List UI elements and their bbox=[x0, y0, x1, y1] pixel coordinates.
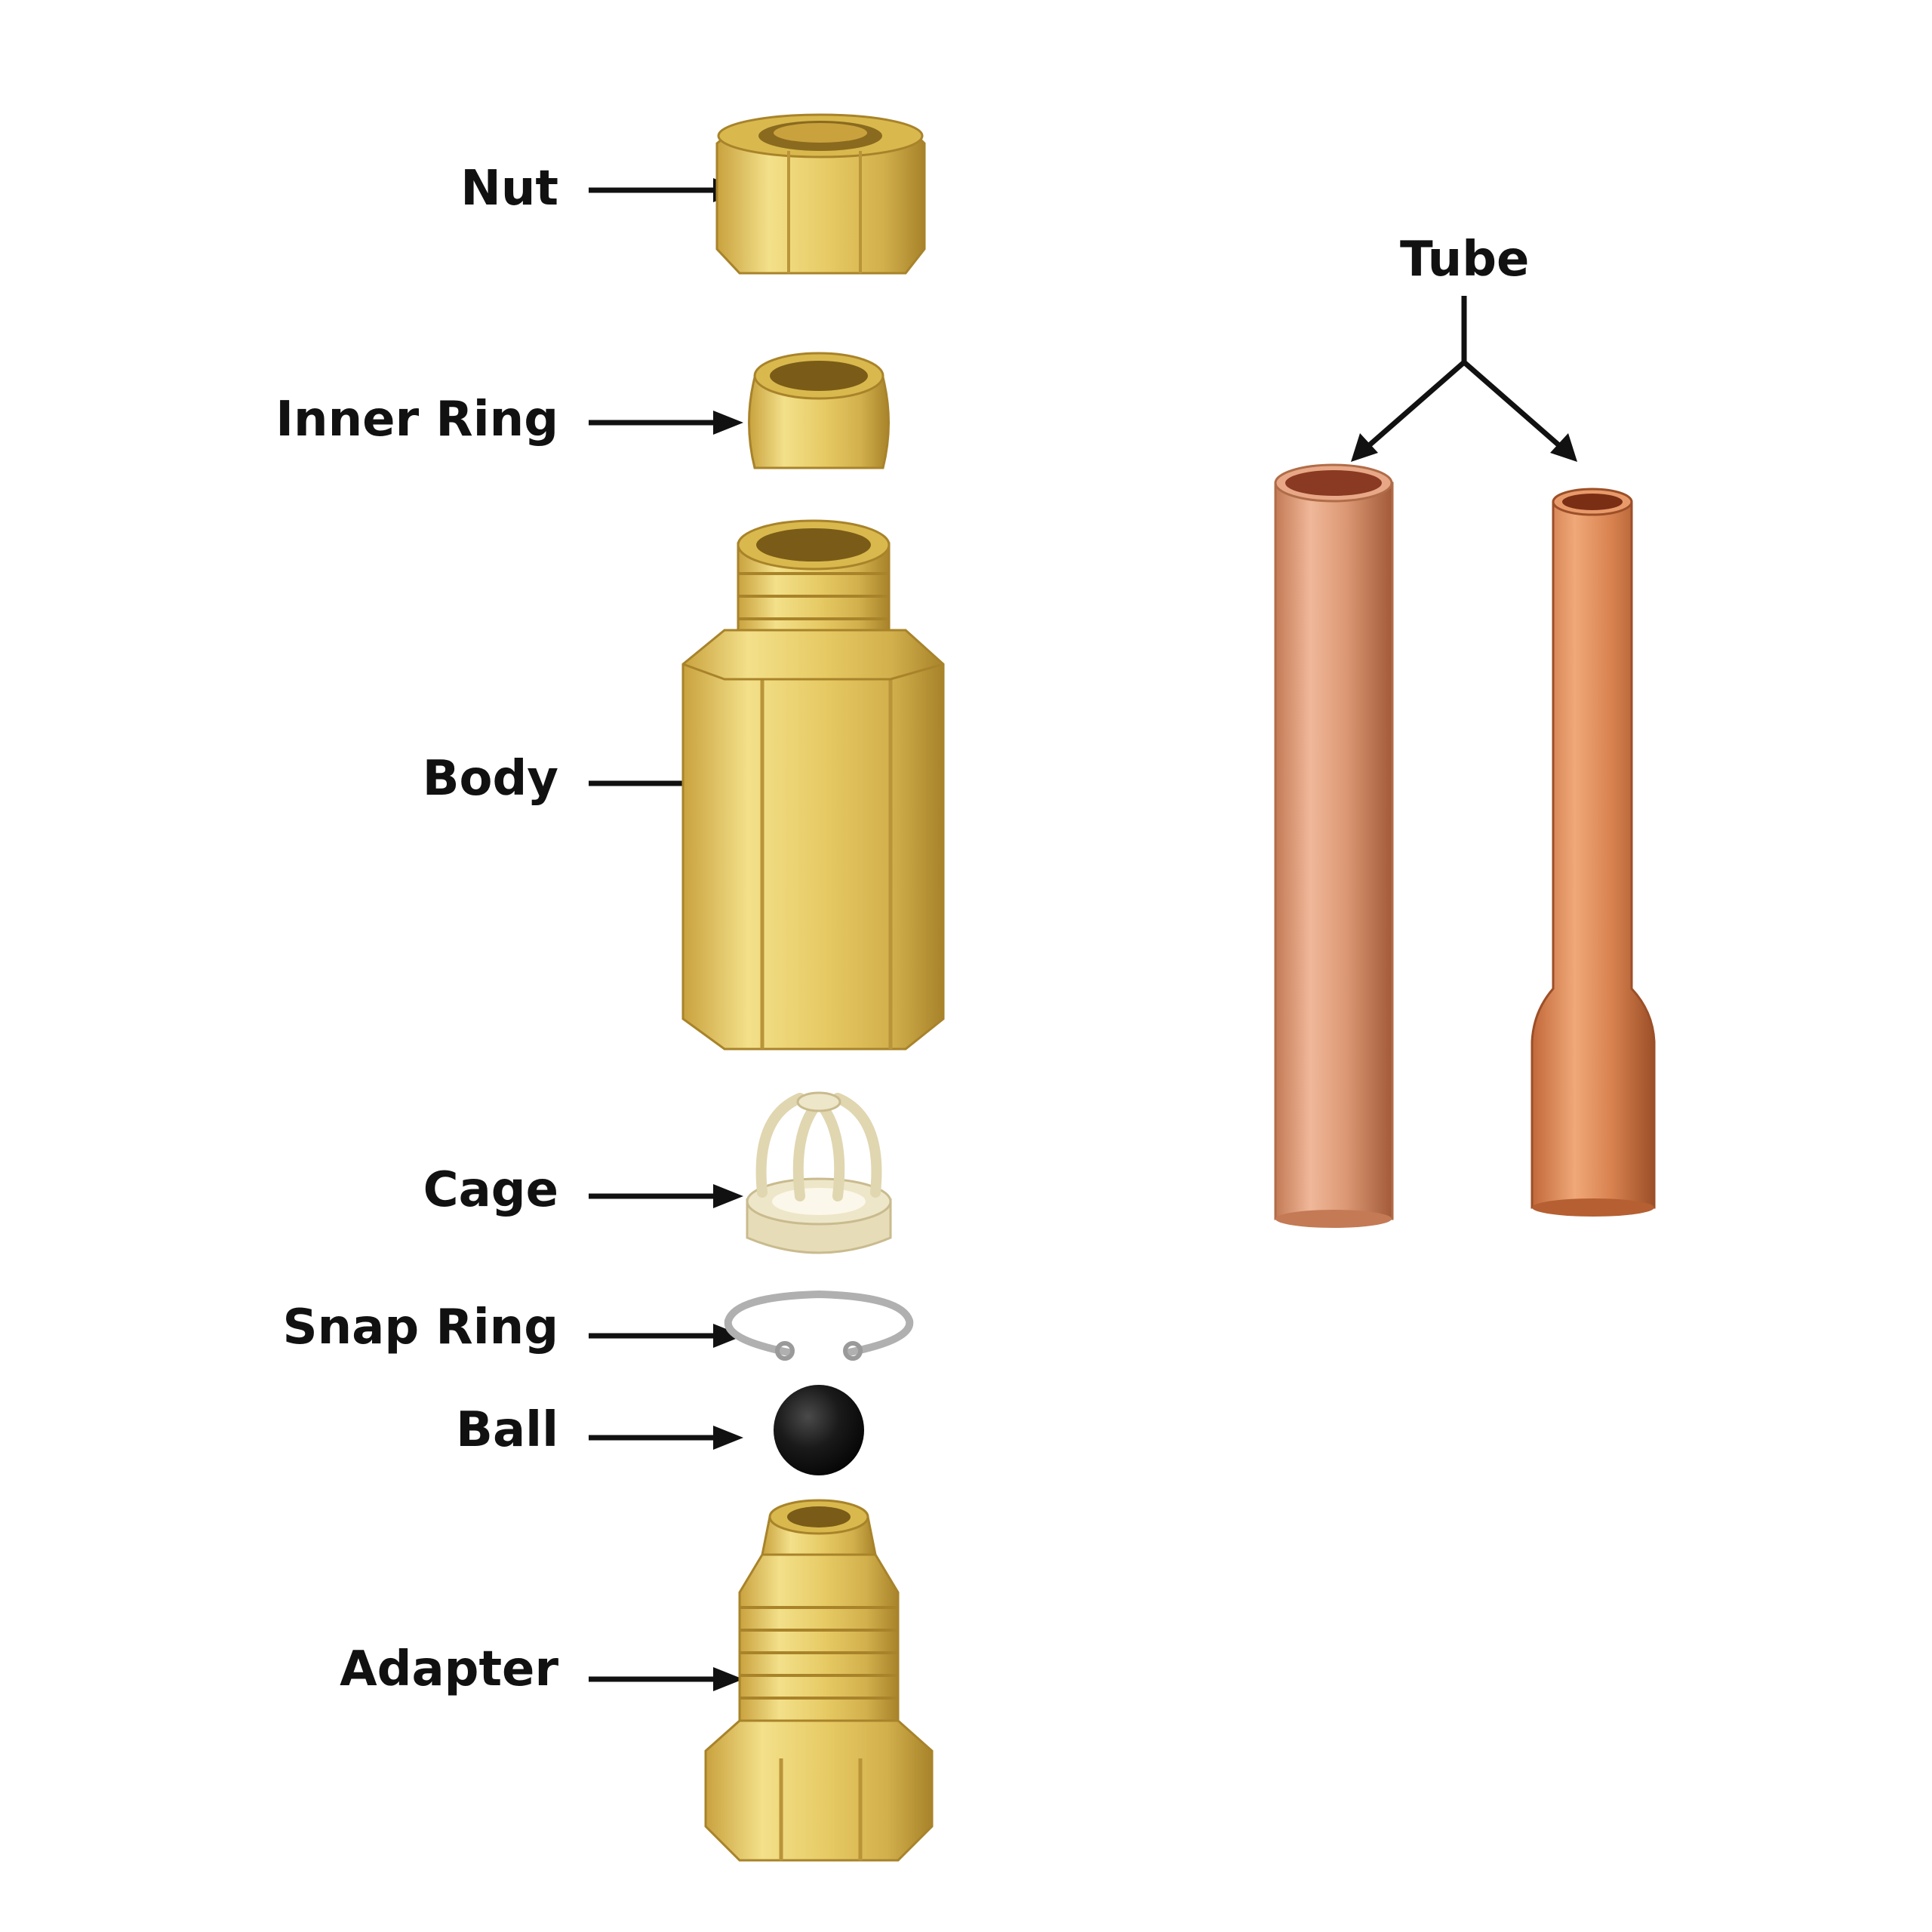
part-tube-wide bbox=[1274, 463, 1394, 1228]
left-arrows bbox=[589, 187, 713, 1682]
tube-arrows bbox=[1365, 296, 1563, 449]
part-body bbox=[681, 519, 945, 1051]
arrowhead-cage bbox=[713, 1184, 743, 1208]
arrowhead-ball bbox=[713, 1426, 743, 1450]
label-nut: Nut bbox=[460, 161, 558, 217]
label-tube: Tube bbox=[1400, 232, 1530, 288]
label-ball: Ball bbox=[456, 1402, 558, 1458]
part-snap-ring bbox=[724, 1290, 914, 1361]
arrowhead-inner-ring bbox=[713, 411, 743, 435]
tube-arrow-right bbox=[1462, 360, 1563, 449]
label-cage: Cage bbox=[423, 1162, 558, 1218]
label-body: Body bbox=[422, 751, 558, 807]
part-tube-narrow bbox=[1531, 488, 1656, 1217]
part-ball bbox=[774, 1385, 864, 1475]
part-cage bbox=[746, 1091, 892, 1254]
tube-arrow-left bbox=[1365, 360, 1466, 449]
part-nut bbox=[715, 113, 926, 275]
part-inner-ring bbox=[748, 352, 890, 469]
arrowhead-snap-ring bbox=[713, 1324, 743, 1348]
tube-arrowhead-left bbox=[1351, 433, 1378, 462]
label-inner-ring: Inner Ring bbox=[275, 392, 558, 448]
tube-arrowheads bbox=[1351, 433, 1577, 462]
label-snap-ring: Snap Ring bbox=[282, 1300, 558, 1355]
part-adapter bbox=[704, 1499, 934, 1862]
arrowhead-adapter bbox=[713, 1667, 743, 1691]
tube-arrowhead-right bbox=[1550, 433, 1577, 462]
label-adapter: Adapter bbox=[340, 1641, 558, 1697]
